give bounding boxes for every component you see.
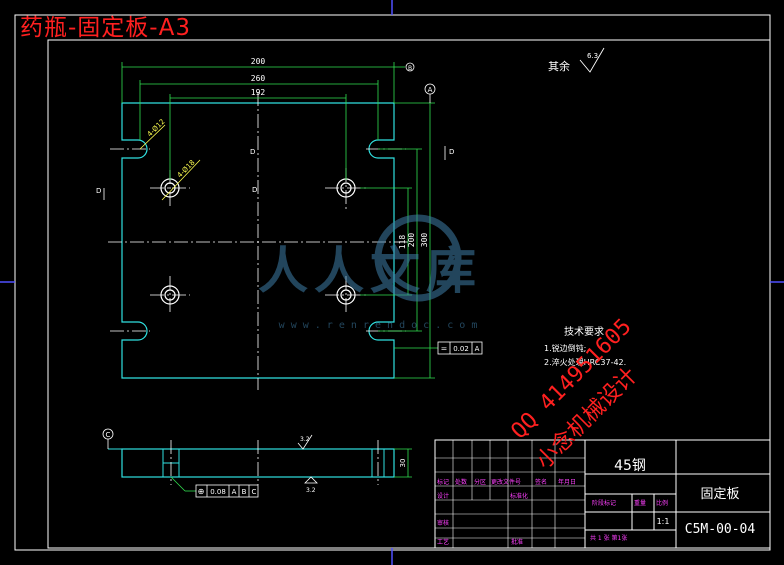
title-block-grid-left	[435, 440, 585, 548]
position-value: 0.08	[210, 488, 226, 496]
dim-overall-width: 200	[251, 57, 266, 66]
parallel-symbol: =	[441, 344, 448, 353]
position-symbol: ⊕	[198, 487, 205, 496]
svg-text:处数: 处数	[455, 478, 467, 486]
drawing-title: 药瓶-固定板-A3	[20, 15, 191, 41]
surface-rest-ra: 6.3	[587, 52, 598, 60]
svg-text:D: D	[250, 148, 255, 156]
side-thickness-dim	[394, 448, 412, 478]
section-markers: D D D D	[96, 148, 454, 195]
svg-text:年月日: 年月日	[558, 478, 576, 486]
hole-bottom-left	[160, 285, 180, 305]
svg-text:B: B	[242, 488, 247, 496]
horizontal-dimensions	[121, 62, 405, 180]
surface-rest-label: 其余	[548, 59, 570, 73]
side-view-features	[108, 448, 385, 478]
part-name: 固定板	[700, 487, 739, 502]
svg-text:设计: 设计	[437, 492, 449, 500]
dim-slot-spacing: 260	[251, 74, 266, 83]
dim-hole-spacing-y: 118	[398, 235, 407, 250]
svg-text:阶段标记: 阶段标记	[592, 499, 616, 507]
counterbore-holes	[160, 178, 356, 305]
dim-slot-spacing-y: 200	[407, 233, 416, 248]
svg-text:标记: 标记	[437, 478, 449, 486]
surface-finish-bottom	[304, 476, 318, 484]
svg-text:D: D	[96, 187, 101, 195]
parallel-value: 0.02	[453, 345, 469, 353]
svg-text:分区: 分区	[474, 478, 486, 486]
svg-text:标准化: 标准化	[510, 492, 528, 500]
position-tolerance-frame	[195, 484, 259, 498]
datum-b-label: B	[408, 65, 412, 72]
hole-callout-b: 4-Ø18	[176, 159, 197, 180]
tech-heading: 技术要求	[564, 325, 604, 338]
svg-text:C: C	[252, 488, 257, 496]
dim-hole-spacing-x: 192	[251, 88, 266, 97]
hole-leaders	[139, 124, 201, 201]
tech-item-2: 2.淬火处理HRC37-42.	[544, 357, 626, 367]
drawing-number: C5M-00-04	[685, 522, 756, 537]
side-center-lines	[170, 440, 379, 485]
svg-text:比例: 比例	[656, 499, 668, 507]
datum-b-marker	[405, 62, 415, 72]
surface-ra-bottom: 3.2	[306, 487, 316, 494]
dim-overall-height: 300	[420, 233, 429, 248]
watermark-brand: 人人文库	[258, 242, 482, 300]
datum-a-label: A	[428, 86, 433, 94]
hole-bottom-right	[336, 285, 356, 305]
svg-text:共 1 张 第1张: 共 1 张 第1张	[590, 534, 627, 542]
qq-watermark: QQ 414951605 小念机械设计	[507, 314, 643, 474]
material: 45钢	[614, 458, 646, 474]
dim-thickness: 30	[399, 459, 407, 468]
datum-c-label: C	[106, 431, 111, 439]
surface-finish-symbol	[579, 47, 605, 73]
title-block-headers: 标记 处数 分区 更改文件号 签名 年月日 设计 标准化 审核 工艺 批准 阶段…	[437, 478, 668, 546]
scale: 1:1	[657, 517, 670, 526]
tech-item-1: 1.锐边倒钝;	[544, 343, 586, 353]
watermark-ring	[374, 214, 462, 302]
surface-finish-side	[297, 434, 313, 450]
svg-text:批准: 批准	[511, 538, 523, 546]
parallel-datum: A	[475, 345, 480, 353]
svg-text:D: D	[252, 186, 257, 194]
svg-text:签名: 签名	[535, 478, 547, 486]
title-block	[434, 439, 771, 549]
hole-callout-a: 4-Ø12	[146, 118, 167, 139]
section-marker-lines	[103, 146, 446, 200]
svg-text:重量: 重量	[634, 499, 646, 507]
renrendoc-watermark: 人人文库 w w w . r e n r e n d o c . c o m	[258, 214, 482, 331]
svg-text:更改文件号: 更改文件号	[491, 478, 521, 486]
watermark-url: w w w . r e n r e n d o c . c o m	[279, 320, 478, 331]
svg-text:工艺: 工艺	[437, 538, 449, 546]
surface-ra-side: 3.2	[300, 436, 310, 443]
svg-text:审核: 审核	[437, 519, 449, 527]
svg-text:D: D	[449, 148, 454, 156]
svg-text:A: A	[232, 488, 237, 496]
parallel-tolerance-frame	[437, 341, 483, 355]
